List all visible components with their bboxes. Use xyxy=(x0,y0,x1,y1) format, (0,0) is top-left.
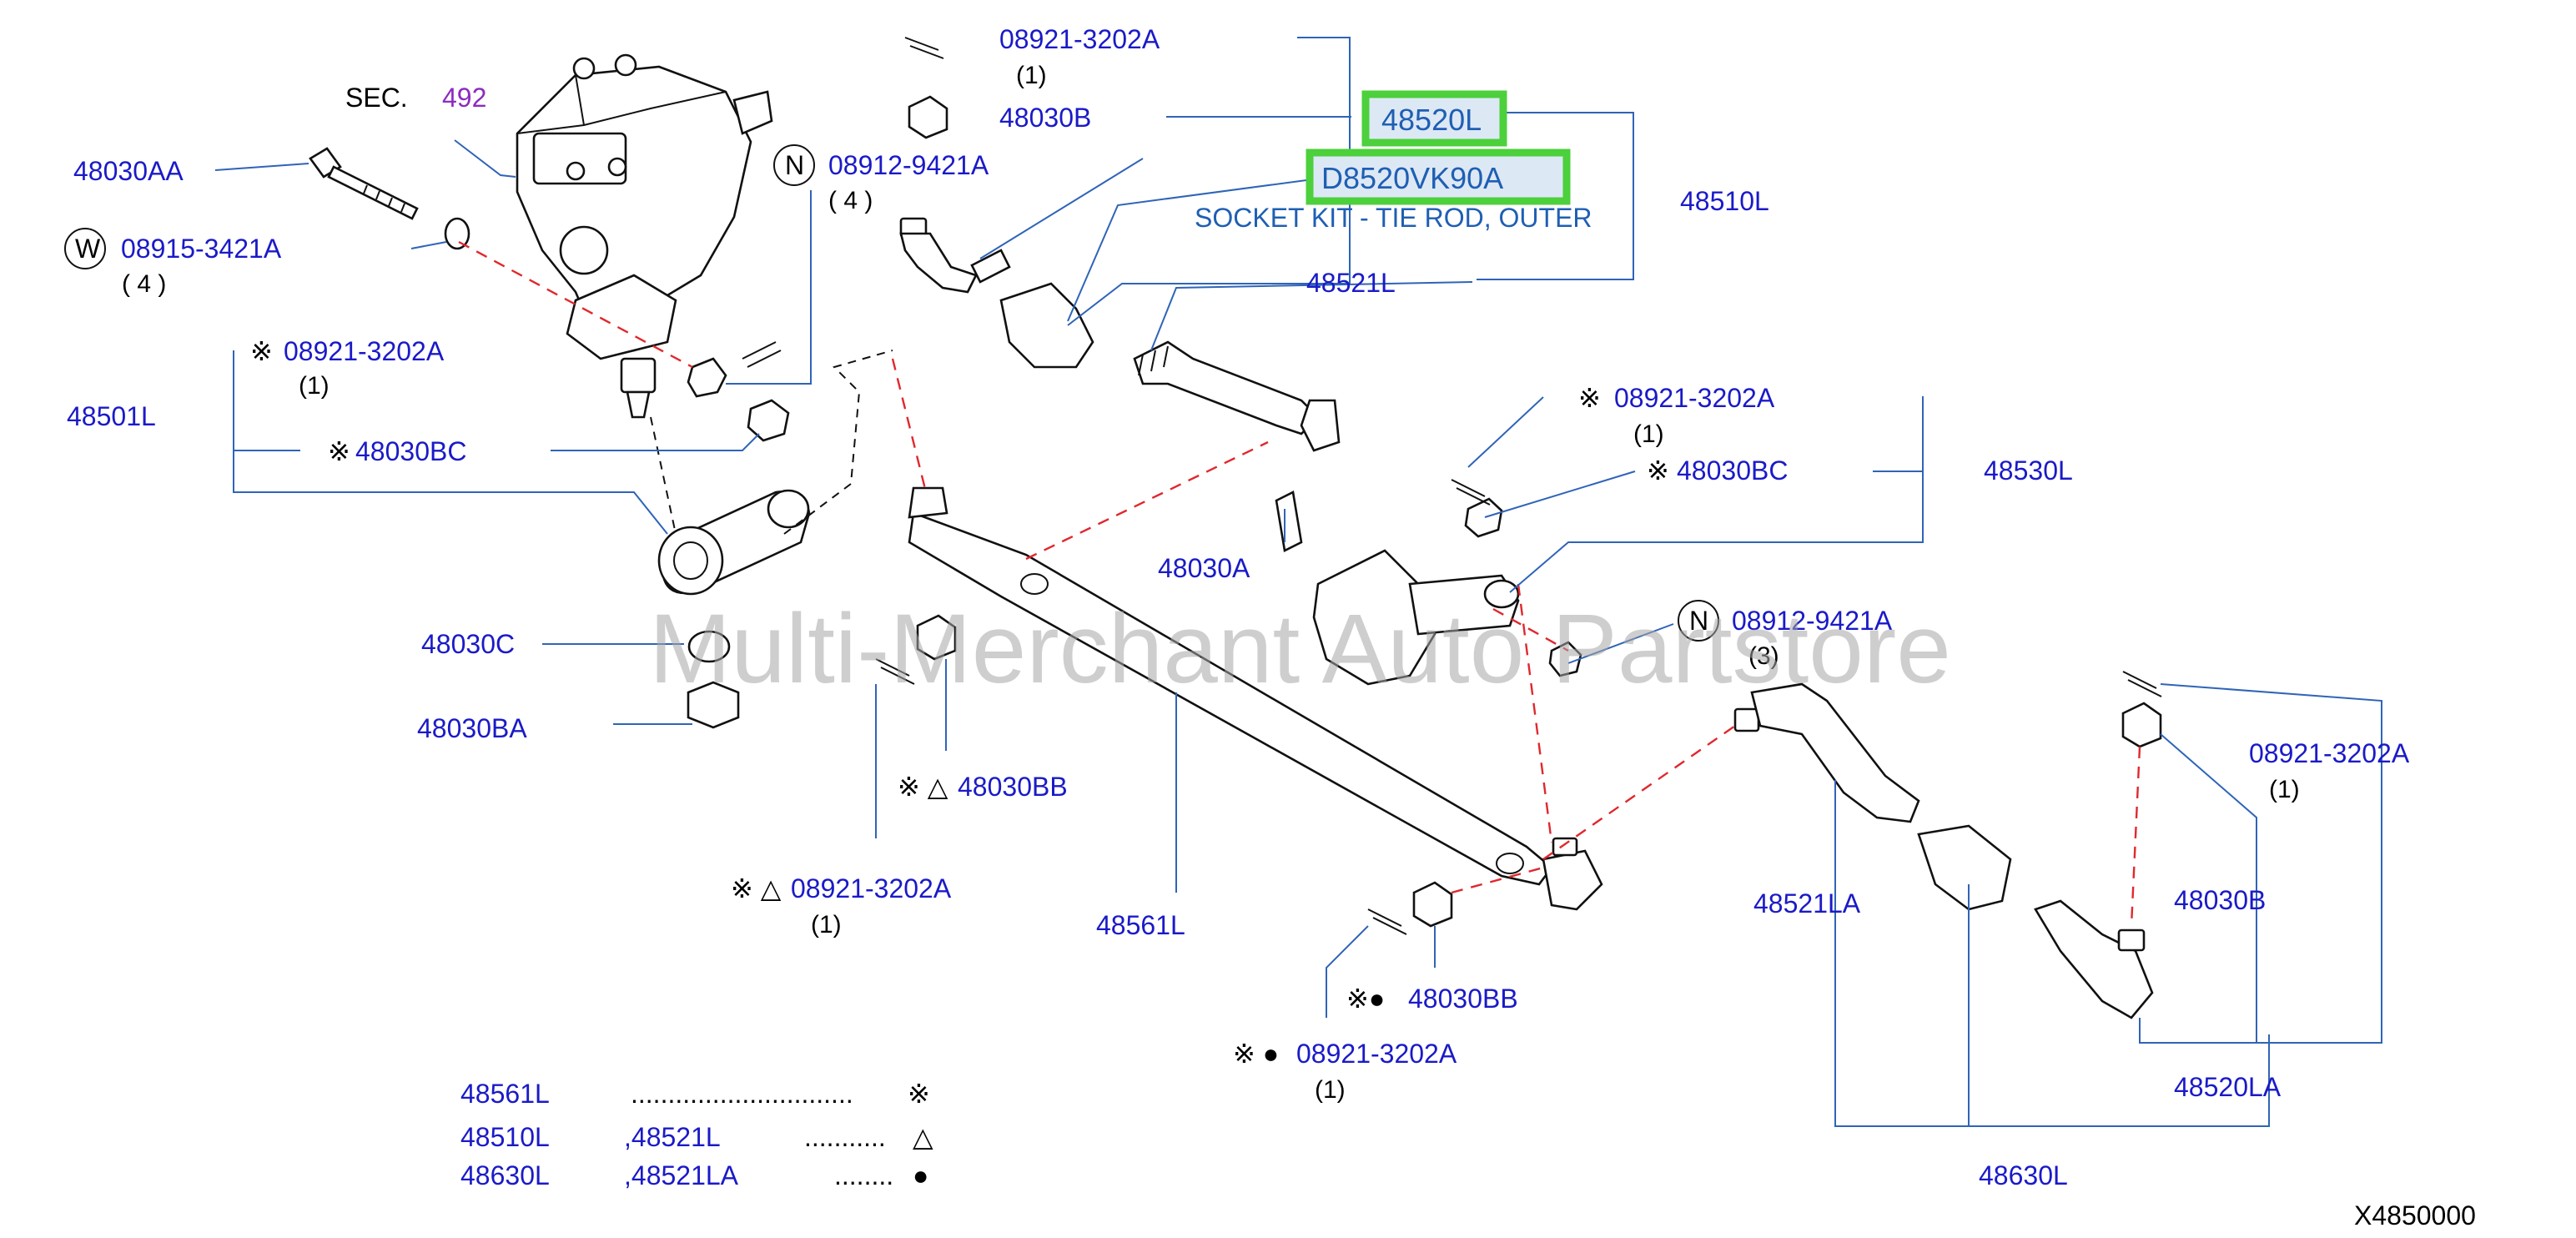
center-link xyxy=(908,486,1603,911)
legend-row-1-symbol: ※ xyxy=(908,1079,930,1109)
label-08912-9421a-top[interactable]: 08912-9421A xyxy=(828,150,989,180)
qty-08912-idler: (3) xyxy=(1748,642,1779,670)
highlight-part-number[interactable]: 48520L xyxy=(1381,103,1482,137)
n-circle-icon-idler xyxy=(1678,600,1719,642)
legend-row-3-part2[interactable]: ,48521LA xyxy=(624,1160,739,1190)
label-48030bb-left[interactable]: 48030BB xyxy=(958,772,1068,802)
label-48030bb-bottom[interactable]: 48030BB xyxy=(1408,984,1518,1014)
legend-row-3-symbol: ● xyxy=(913,1160,928,1190)
pin-right xyxy=(2122,671,2162,697)
label-08915-3421a[interactable]: 08915-3421A xyxy=(121,234,282,264)
label-48501l[interactable]: 48501L xyxy=(67,401,156,431)
pitman-arm xyxy=(657,489,811,596)
label-48630l[interactable]: 48630L xyxy=(1979,1160,2068,1190)
n-circle-letter-idler: N xyxy=(1689,606,1708,636)
mark-48030bb-left: ※ △ xyxy=(898,772,948,802)
sec-ref-link[interactable]: 492 xyxy=(442,83,486,113)
qty-08921-idler: (1) xyxy=(1633,420,1664,448)
legend-row-3-dots: ........ xyxy=(834,1160,893,1190)
label-08921-3202a-gear[interactable]: 08921-3202A xyxy=(284,336,445,366)
qty-08921-right: (1) xyxy=(2269,776,2300,803)
mark-08921-bottom: ※ ● xyxy=(1233,1039,1279,1069)
w-circle-icon xyxy=(64,228,106,269)
nut-48030bb-bottom xyxy=(1412,881,1453,928)
pin-top xyxy=(904,37,944,59)
gear-nut-and-pin xyxy=(687,341,782,398)
washer-w xyxy=(444,217,470,250)
label-08921-3202a-right[interactable]: 08921-3202A xyxy=(2249,738,2410,768)
qty-08912-top: ( 4 ) xyxy=(828,187,873,214)
label-48561l[interactable]: 48561L xyxy=(1096,910,1185,940)
mark-08921-idler: ※ xyxy=(1578,383,1601,413)
assembly-lines xyxy=(458,240,2141,927)
label-48030b-top[interactable]: 48030B xyxy=(999,103,1091,133)
legend-row-2-symbol: △ xyxy=(913,1122,933,1152)
leader-lines xyxy=(214,37,2382,1127)
label-48030ba[interactable]: 48030BA xyxy=(417,713,527,743)
legend-row-2-dots: ........... xyxy=(804,1122,886,1152)
idler-arm-bracket xyxy=(1275,479,1582,686)
callout-labels: SEC. 492 48030AA W 08915-3421A ( 4 ) ※ 0… xyxy=(64,24,2410,1190)
n-circle-letter-top: N xyxy=(785,150,804,180)
pin-bottom xyxy=(1367,908,1407,935)
kit-highlight-box[interactable] xyxy=(1306,148,1571,205)
label-48030a[interactable]: 48030A xyxy=(1158,553,1250,583)
label-48510l[interactable]: 48510L xyxy=(1680,186,1769,216)
legend-row-1-part[interactable]: 48561L xyxy=(460,1079,550,1109)
sec-prefix: SEC. xyxy=(345,83,408,113)
label-48520la[interactable]: 48520LA xyxy=(2174,1072,2282,1102)
nut-48030bb-left xyxy=(916,614,957,661)
mark-48030bb-bottom: ※● xyxy=(1346,984,1385,1014)
nut-48030b-top xyxy=(908,95,948,139)
lock-washer-48030c xyxy=(687,630,731,663)
w-circle-letter: W xyxy=(75,234,101,264)
legend-row-3-part[interactable]: 48630L xyxy=(460,1160,550,1190)
label-48030bc-gear[interactable]: 48030BC xyxy=(355,436,466,466)
highlight-kit-number[interactable]: D8520VK90A xyxy=(1321,161,1503,195)
mark-08921-left: ※ △ xyxy=(731,873,782,903)
nut-48030b-right xyxy=(2121,702,2162,748)
tie-rod-lower xyxy=(1733,682,2154,1019)
legend-row-2-part[interactable]: 48510L xyxy=(460,1122,550,1152)
mark-08921-gear: ※ xyxy=(250,336,273,366)
castle-nut-48030bc-gear xyxy=(747,399,790,442)
bolt-48030aa xyxy=(309,147,419,220)
label-08921-3202a-idler[interactable]: 08921-3202A xyxy=(1614,383,1775,413)
legend-row-2-part2[interactable]: ,48521L xyxy=(624,1122,721,1152)
nut-48030ba xyxy=(687,681,740,729)
qty-08921-top: (1) xyxy=(1016,62,1047,89)
legend: 48561L .............................. ※ … xyxy=(460,1079,933,1190)
label-08912-9421a-idler[interactable]: 08912-9421A xyxy=(1732,606,1893,636)
qty-08921-left: (1) xyxy=(811,911,842,939)
mark-48030bc-idler: ※ xyxy=(1647,455,1669,486)
qty-08921-bottom: (1) xyxy=(1315,1076,1346,1104)
label-48521la[interactable]: 48521LA xyxy=(1753,888,1861,918)
label-08921-3202a-top[interactable]: 08921-3202A xyxy=(999,24,1160,54)
steering-gear-box xyxy=(516,53,773,419)
label-08921-3202a-bottom[interactable]: 08921-3202A xyxy=(1296,1039,1457,1069)
label-48030bc-idler[interactable]: 48030BC xyxy=(1677,455,1788,486)
pin-left xyxy=(875,658,915,685)
label-48030b-right[interactable]: 48030B xyxy=(2174,885,2266,915)
n-circle-icon-top xyxy=(773,144,815,186)
label-48030aa[interactable]: 48030AA xyxy=(73,156,184,186)
part-highlight-box[interactable] xyxy=(1361,90,1507,147)
mark-48030bc-gear: ※ xyxy=(328,436,350,466)
diagram-code: X4850000 xyxy=(2354,1200,2476,1230)
qty-08921-gear: (1) xyxy=(299,372,330,400)
label-08921-3202a-left[interactable]: 08921-3202A xyxy=(791,873,952,903)
label-48521l[interactable]: 48521L xyxy=(1306,268,1396,298)
qty-08915: ( 4 ) xyxy=(122,270,166,298)
legend-row-1-dots: .............................. xyxy=(631,1079,853,1109)
tie-rod-upper xyxy=(899,217,1341,452)
highlight-kit-description: SOCKET KIT - TIE ROD, OUTER xyxy=(1195,203,1592,233)
watermark: Multi-Merchant Auto Partstore xyxy=(649,594,1951,704)
label-48030c[interactable]: 48030C xyxy=(421,629,515,659)
label-48530l[interactable]: 48530L xyxy=(1984,455,2073,486)
